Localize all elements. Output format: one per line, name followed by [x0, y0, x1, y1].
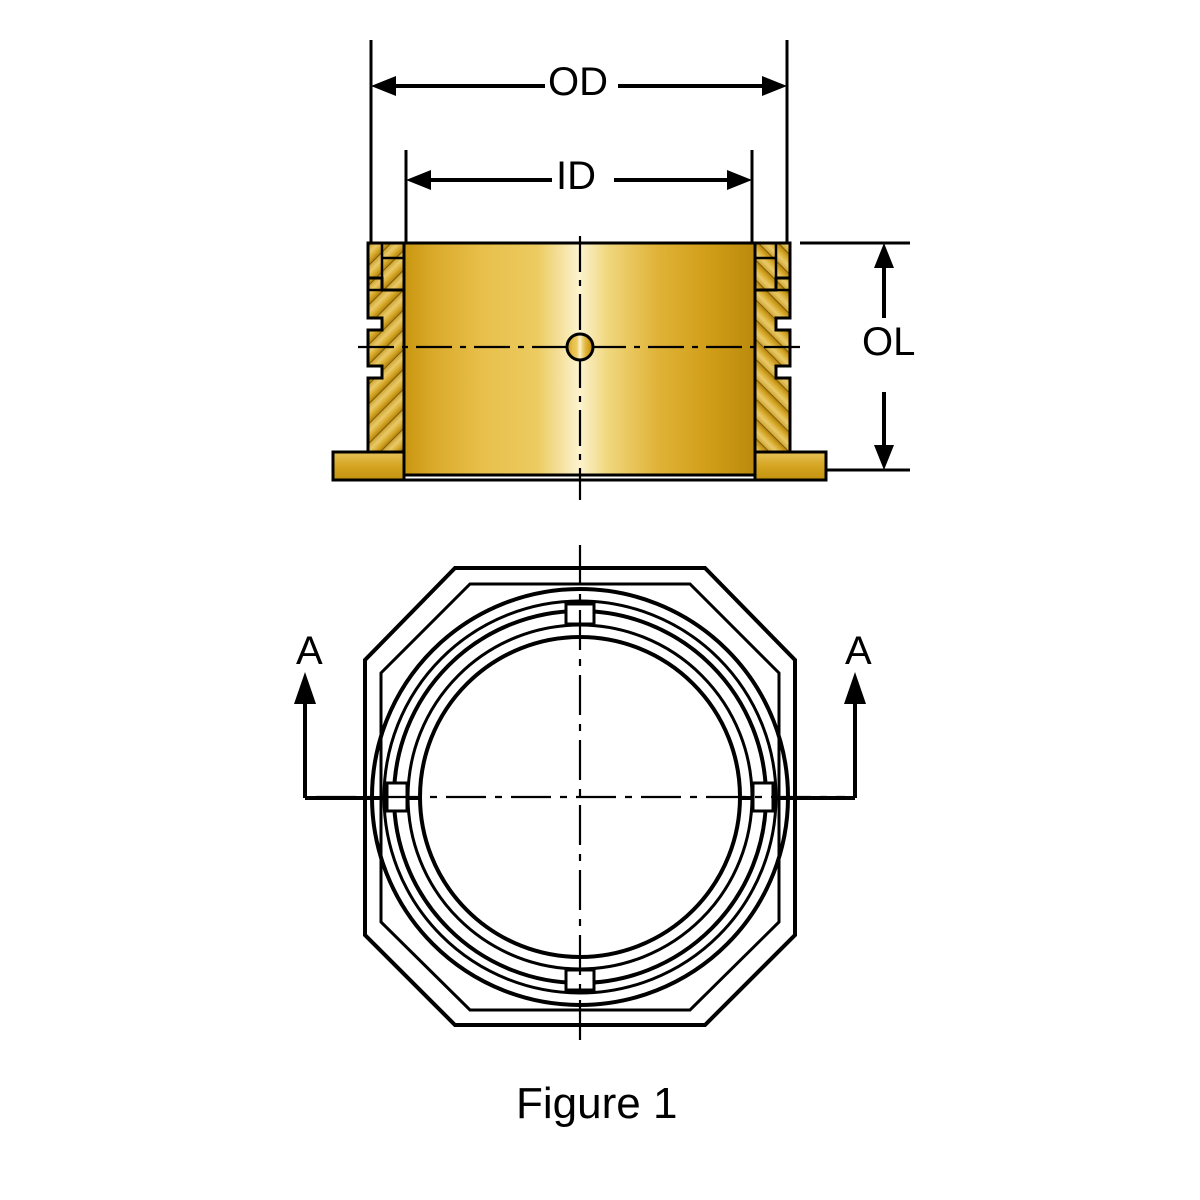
- dimension-id: [404, 150, 754, 250]
- section-label-a-left: A: [296, 629, 323, 673]
- plan-view: [316, 545, 845, 1040]
- dimension-od: [369, 40, 789, 250]
- section-label-a-right: A: [845, 629, 872, 673]
- figure-caption: Figure 1: [516, 1079, 678, 1128]
- ol-label: OL: [862, 320, 916, 364]
- od-label: OD: [548, 60, 608, 104]
- id-label: ID: [556, 154, 596, 198]
- section-view: [331, 236, 828, 500]
